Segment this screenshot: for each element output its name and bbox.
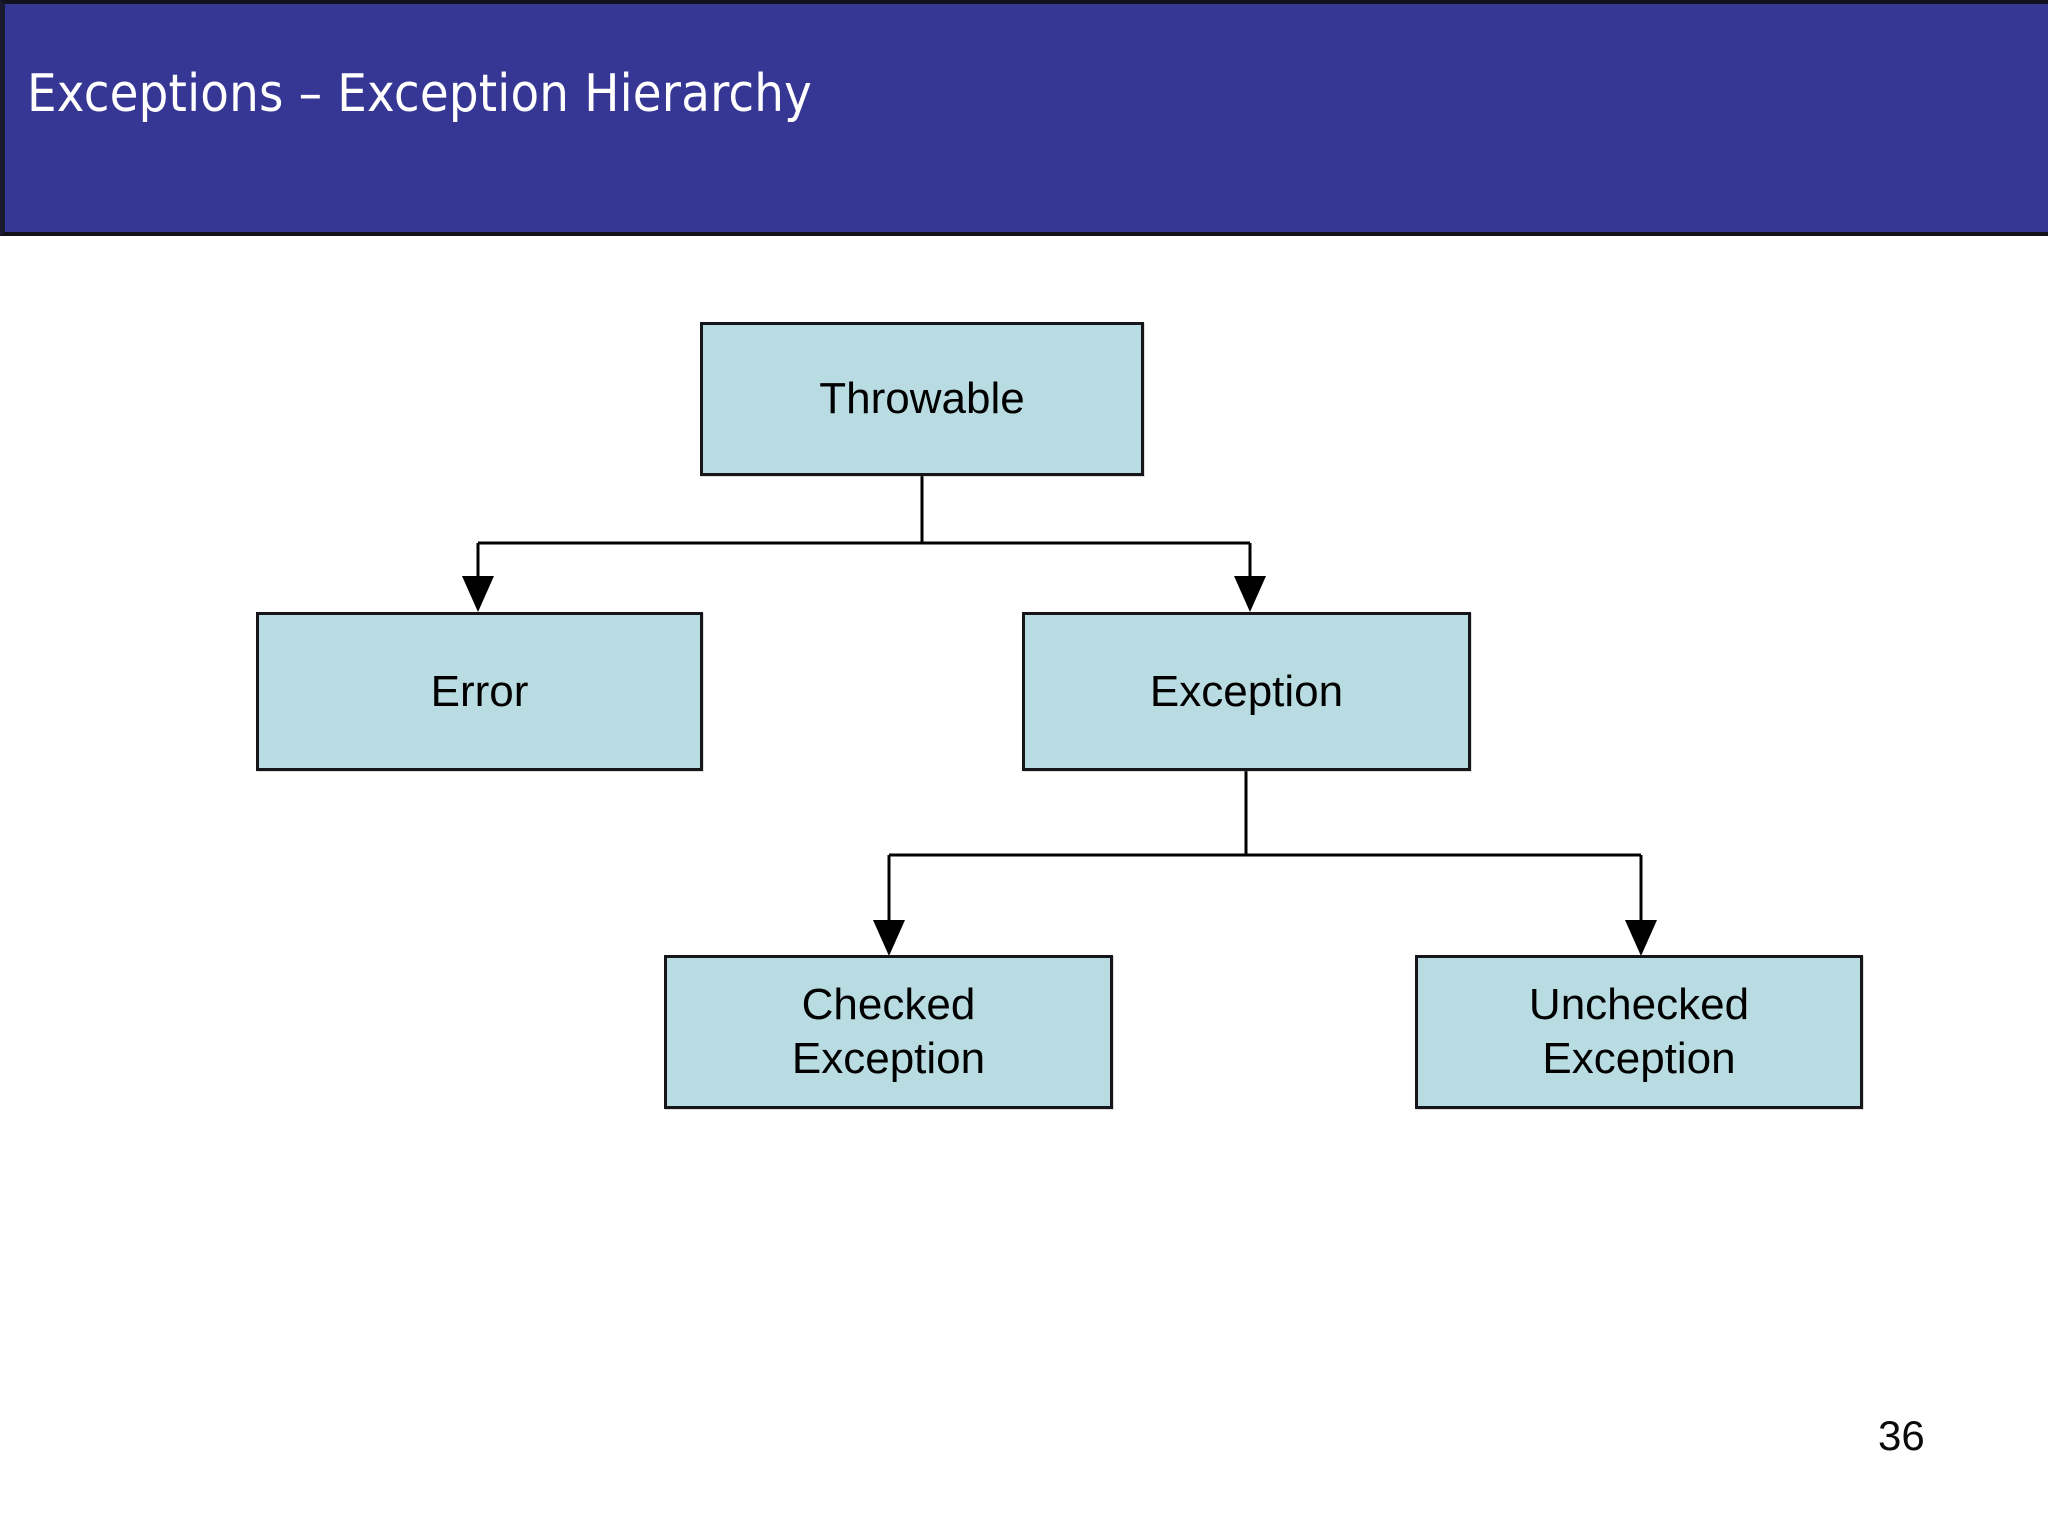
node-unchecked-exception[interactable]: Unchecked Exception [1415,955,1863,1109]
title-band: Exceptions – Exception Hierarchy [0,0,2048,236]
node-unchecked-exception-line2: Exception [1542,1034,1736,1083]
node-throwable-label: Throwable [819,374,1025,424]
node-checked-exception[interactable]: Checked Exception [664,955,1113,1109]
arrowhead-error [462,576,494,612]
node-throwable[interactable]: Throwable [700,322,1144,476]
exception-hierarchy-diagram: Throwable Error Exception Checked Except… [0,236,2048,1536]
node-error[interactable]: Error [256,612,703,771]
arrowhead-checked-exception [873,920,905,956]
node-exception-label: Exception [1149,666,1344,716]
node-exception[interactable]: Exception [1022,612,1471,771]
node-checked-exception-line2: Exception [791,1034,986,1083]
node-checked-exception-label: Checked Exception [782,978,995,1085]
node-unchecked-exception-line1: Unchecked [1528,980,1750,1030]
node-checked-exception-line1: Checked [801,980,976,1030]
page-title: Exceptions – Exception Hierarchy [27,64,813,124]
arrowhead-unchecked-exception [1625,920,1657,956]
node-unchecked-exception-label: Unchecked Exception [1519,978,1759,1085]
page-number: 36 [1878,1412,1925,1459]
arrowhead-exception [1234,576,1266,612]
node-error-label: Error [430,666,529,716]
